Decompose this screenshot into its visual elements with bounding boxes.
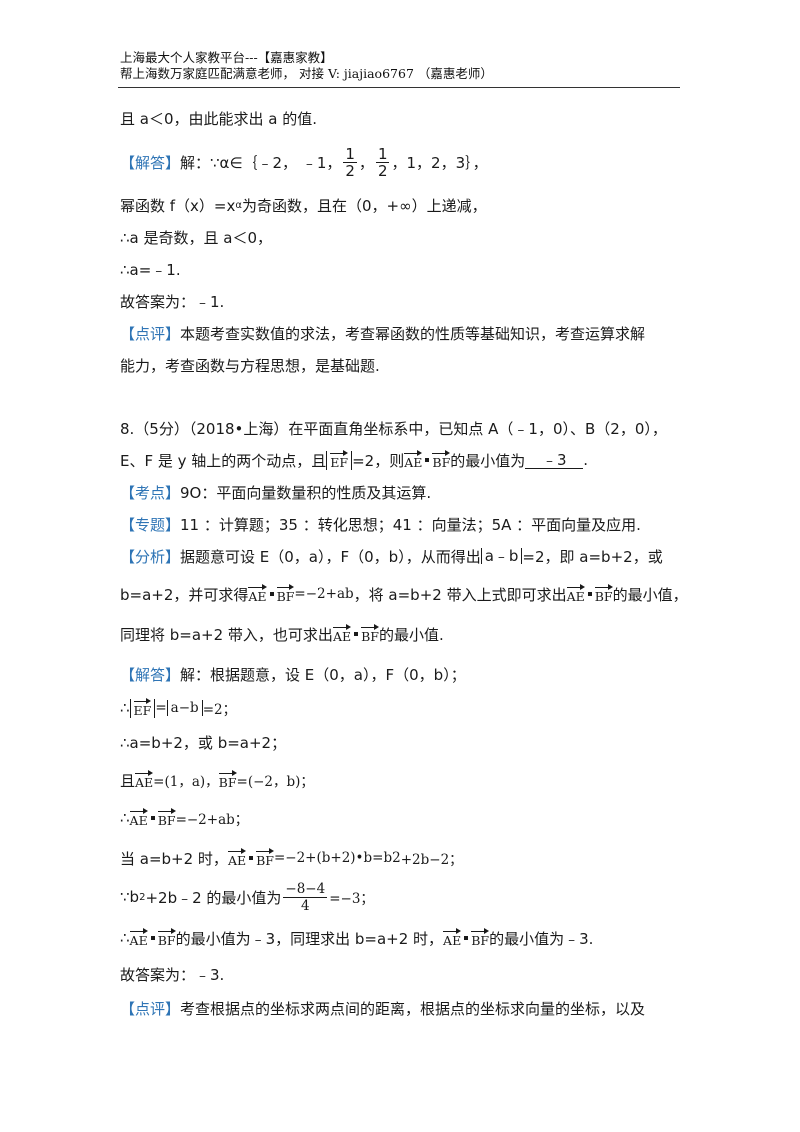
p7-step-4: ∴a=﹣1. bbox=[120, 260, 181, 279]
p7-answer: 故答案为：﹣1. bbox=[120, 292, 225, 311]
vector-bf: BF bbox=[157, 808, 176, 827]
vector-bf: BF bbox=[276, 584, 294, 603]
p8-answer: 故答案为：﹣3. bbox=[120, 965, 225, 984]
vector-bf: BF bbox=[471, 928, 489, 947]
p8-zhuanti: 【专题】11 ：计算题；35 ：转化思想；41 ：向量法；5A ：平面向量及应用… bbox=[120, 515, 641, 534]
dot-product-icon bbox=[249, 856, 254, 860]
p8-analysis-1: 【分析】 据题意可设 E（0，a），F（0，b），从而得出 a﹣b =2，即 a… bbox=[120, 547, 663, 566]
p8-kaodian: 【考点】9O：平面向量数量积的性质及其运算. bbox=[120, 483, 432, 502]
dot-product-icon bbox=[269, 592, 274, 596]
dot-product-icon bbox=[354, 632, 359, 636]
vector-ef: EF bbox=[133, 697, 151, 717]
topic-tag: 【考点】 bbox=[120, 483, 181, 502]
vector-ae: AE bbox=[135, 770, 154, 789]
p8-comment: 【点评】考查根据点的坐标求两点间的距离，根据点的坐标求向量的坐标，以及 bbox=[120, 999, 646, 1018]
p7-intro: 且 a＜0，由此能求出 a 的值. bbox=[120, 109, 318, 128]
dot-product-icon bbox=[587, 592, 592, 596]
p8-question-1: 8.（5分）（2018•上海）在平面直角坐标系中，已知点 A（﹣1，0）、B（2… bbox=[120, 419, 667, 438]
answer-blank: ﹣3 bbox=[525, 452, 584, 469]
vector-bf: BF bbox=[361, 624, 379, 643]
vector-bf: BF bbox=[218, 770, 237, 789]
vector-ae: AE bbox=[129, 928, 148, 947]
vector-ef: EF bbox=[330, 449, 348, 469]
p7-step-3: ∴a 是奇数，且 a＜0， bbox=[120, 228, 273, 247]
dot-product-icon bbox=[150, 936, 155, 940]
p8-solution-1: 【解答】解：根据题意，设 E（0，a），F（0，b）； bbox=[120, 665, 466, 684]
header-line-1: 上海最大个人家教平台---【嘉惠家教】 bbox=[120, 50, 333, 65]
vector-ae: AE bbox=[248, 584, 267, 603]
p7-comment-1: 【点评】本题考查实数值的求法，考查幂函数的性质等基础知识，考查运算求解 bbox=[120, 324, 646, 343]
page-header: 上海最大个人家教平台---【嘉惠家教】 帮上海数万家庭匹配满意老师， 对接 V:… bbox=[120, 50, 680, 82]
p8-step-2: ∴a=b+2，或 b=a+2； bbox=[120, 733, 287, 752]
vector-ae: AE bbox=[332, 624, 352, 643]
vector-bf: BF bbox=[432, 450, 450, 469]
vector-bf: BF bbox=[594, 584, 613, 603]
dot-product-icon bbox=[150, 816, 155, 820]
solution-tag: 【解答】 bbox=[120, 153, 181, 172]
p7-comment-2: 能力，考查函数与方程思想，是基础题. bbox=[120, 356, 380, 375]
comment-tag: 【点评】 bbox=[120, 324, 181, 343]
vector-ae: AE bbox=[129, 808, 148, 827]
vector-ae: AE bbox=[227, 848, 247, 867]
header-line-2: 帮上海数万家庭匹配满意老师， 对接 V: jiajiao6767 （嘉惠老师） bbox=[120, 66, 493, 81]
comment-tag: 【点评】 bbox=[120, 999, 181, 1018]
vector-ae: AE bbox=[566, 584, 585, 603]
p8-step-1: ∴ EF = a−b =2； bbox=[120, 697, 237, 718]
p8-step-3: 且 AE=(1，a)， BF=(−2，b)； bbox=[120, 770, 314, 790]
dot-product-icon bbox=[425, 458, 430, 462]
vector-bf: BF bbox=[256, 848, 274, 867]
analysis-tag: 【分析】 bbox=[120, 547, 181, 566]
category-tag: 【专题】 bbox=[120, 515, 181, 534]
vector-ae: AE bbox=[404, 450, 423, 469]
solution-tag: 【解答】 bbox=[120, 665, 181, 684]
header-divider bbox=[118, 87, 680, 88]
vector-ae: AE bbox=[443, 928, 462, 947]
dot-product-icon bbox=[464, 936, 469, 940]
vector-bf: BF bbox=[157, 928, 176, 947]
